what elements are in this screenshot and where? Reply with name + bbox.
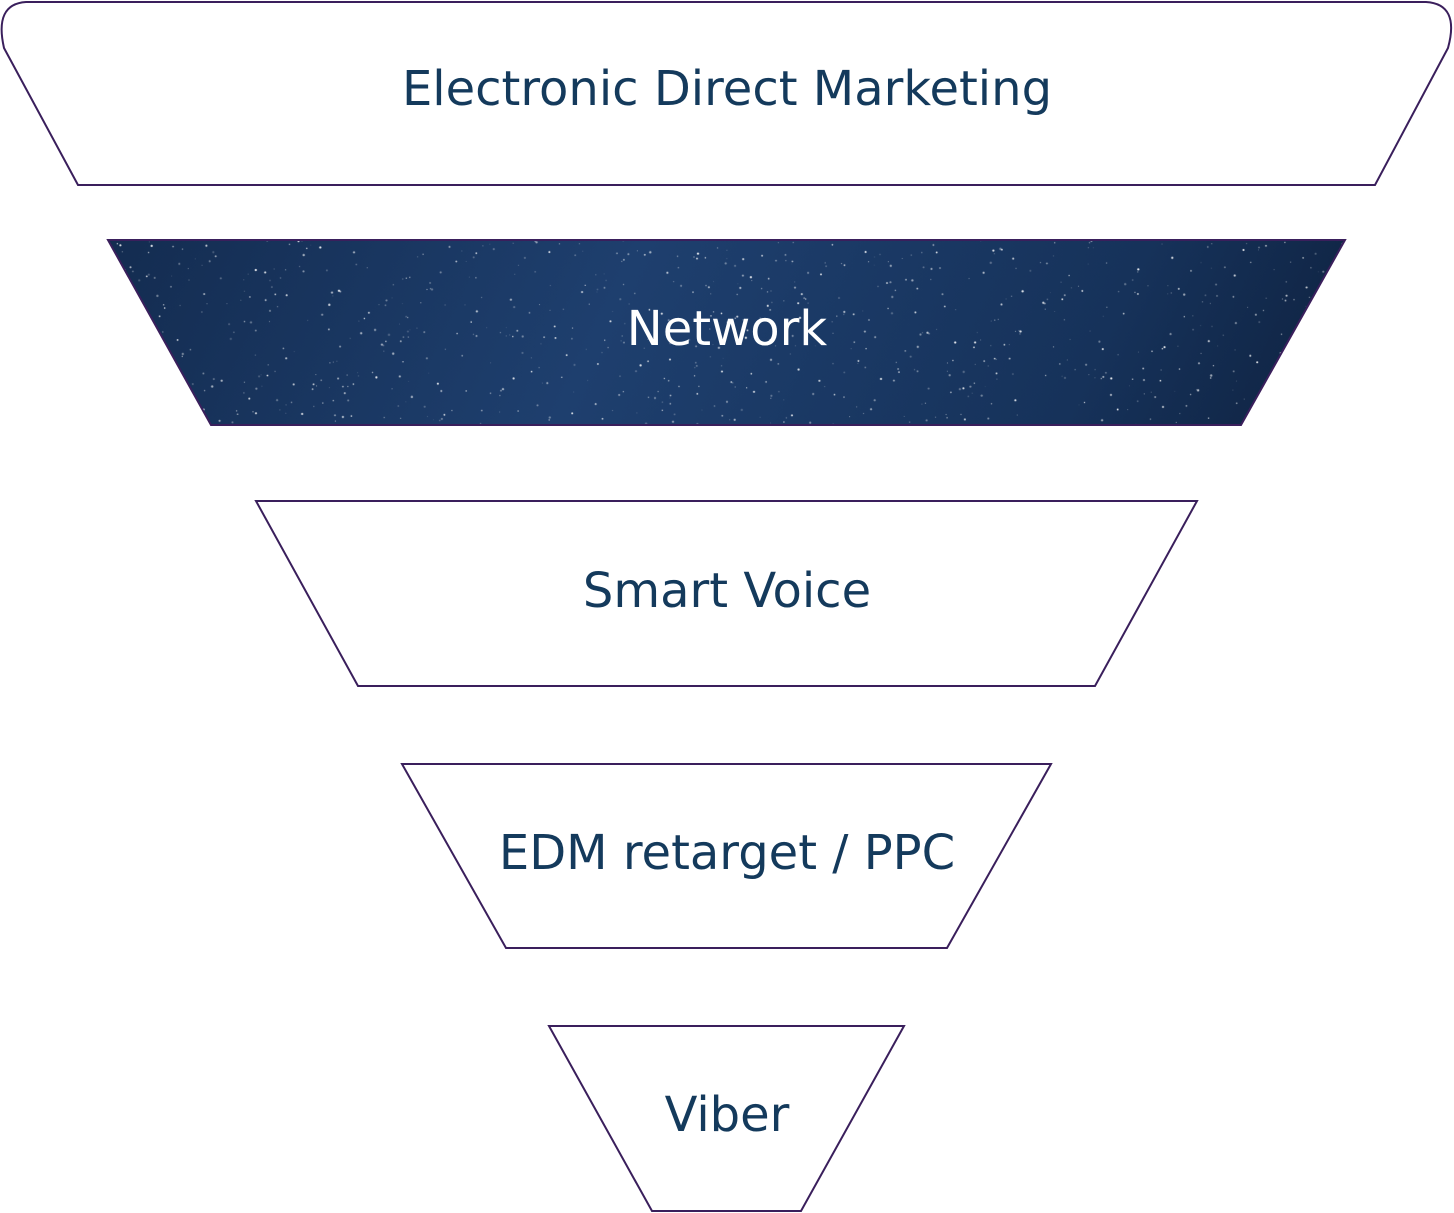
stage-5-label: Viber [665,1087,790,1143]
funnel-stage-3[interactable]: Smart Voice [254,500,1199,687]
stage-2-label: Network [627,301,828,357]
funnel-stage-2[interactable]: Network [106,239,1347,426]
stage-4-label: EDM retarget / PPC [499,825,955,881]
funnel-stage-1[interactable]: Electronic Direct Marketing [0,0,1453,186]
stage-5-shape [547,1025,906,1212]
stage-1-label: Electronic Direct Marketing [402,61,1052,117]
stage-3-label: Smart Voice [583,563,871,619]
stage-1-shape [0,0,1453,186]
funnel-stage-4[interactable]: EDM retarget / PPC [400,763,1053,949]
funnel-stage-5[interactable]: Viber [547,1025,906,1212]
stage-4-shape [400,763,1053,949]
stage-3-shape [254,500,1199,687]
stage-2-shape [106,239,1347,426]
